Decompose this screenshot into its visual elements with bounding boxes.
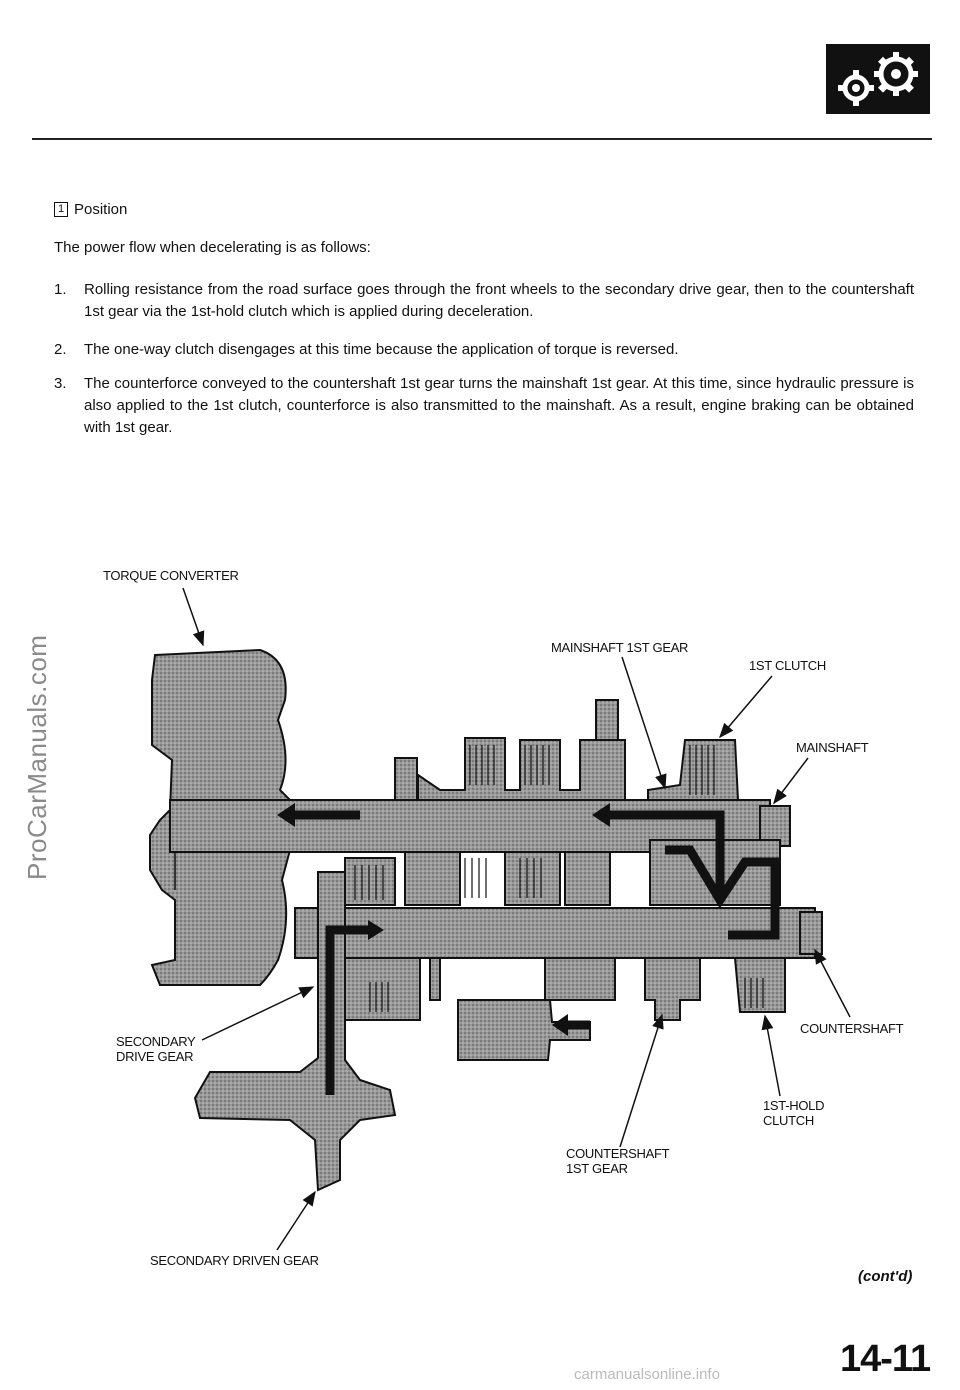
secondary-gear-shaft: [193, 871, 397, 1192]
label-secondary-drive-gear-2: DRIVE GEAR: [116, 1049, 194, 1064]
list-item-text: Rolling resistance from the road surface…: [84, 281, 914, 320]
section-title: Position: [74, 201, 128, 218]
transmission-power-flow-diagram: [149, 587, 851, 1251]
list-item-number: 2.: [54, 341, 67, 358]
label-1st-hold-clutch-2: CLUTCH: [763, 1113, 814, 1128]
step-number-box: 1: [54, 202, 68, 217]
list-item-text: The counterforce conveyed to the counter…: [84, 375, 914, 436]
bottom-watermark: carmanualsonline.info: [574, 1366, 720, 1383]
list-item: 3. The counterforce conveyed to the coun…: [54, 373, 914, 439]
intro-text: The power flow when decelerating is as f…: [54, 239, 371, 256]
list-item-number: 3.: [54, 375, 67, 392]
label-countershaft: COUNTERSHAFT: [800, 1021, 904, 1036]
label-secondary-driven-gear: SECONDARY DRIVEN GEAR: [150, 1253, 319, 1268]
list-item: 2. The one-way clutch disengages at this…: [54, 339, 914, 361]
list-item-number: 1.: [54, 281, 67, 298]
continued-note: (cont'd): [858, 1268, 913, 1285]
label-1st-clutch: 1ST CLUTCH: [749, 658, 826, 673]
list-item-text: The one-way clutch disengages at this ti…: [84, 341, 679, 358]
section-heading: 1 Position: [54, 201, 127, 218]
gears-icon: [826, 44, 930, 114]
label-countershaft-1st-gear: COUNTERSHAFT: [566, 1146, 670, 1161]
header-rule: [32, 138, 932, 140]
list-item: 1. Rolling resistance from the road surf…: [54, 279, 914, 323]
label-secondary-drive-gear: SECONDARY: [116, 1034, 196, 1049]
page-number: 14-11: [840, 1338, 931, 1380]
label-mainshaft-1st-gear: MAINSHAFT 1ST GEAR: [551, 640, 689, 655]
label-countershaft-1st-gear-2: 1ST GEAR: [566, 1161, 628, 1176]
label-mainshaft: MAINSHAFT: [796, 740, 869, 755]
label-torque-converter: TORQUE CONVERTER: [103, 568, 239, 583]
label-1st-hold-clutch: 1ST-HOLD: [763, 1098, 825, 1113]
